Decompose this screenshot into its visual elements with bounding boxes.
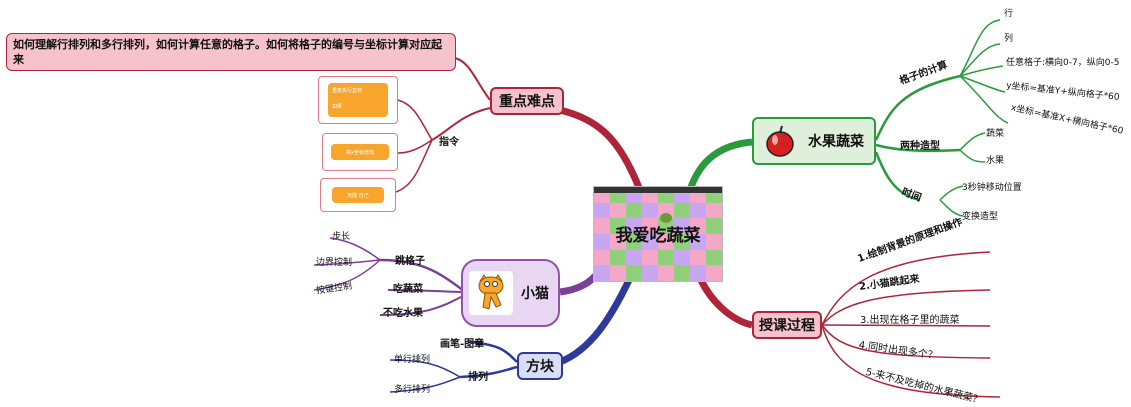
- central-topic[interactable]: 我爱吃蔬菜: [593, 186, 723, 282]
- grid-cell: [610, 233, 626, 250]
- instruction-card-move[interactable]: 将x坐标增加: [322, 133, 398, 171]
- grid-cell: [594, 202, 610, 219]
- lesson-step-3: 3.出现在格子里的蔬菜: [860, 315, 960, 326]
- grid-cell: [674, 233, 690, 250]
- grid-cell: [642, 218, 658, 234]
- topic-block[interactable]: 方块: [517, 352, 563, 380]
- central-topic-title: 我爱吃蔬菜: [615, 226, 701, 246]
- instruction-card-clone[interactable]: 克隆 自己: [320, 178, 396, 212]
- block-text-move: 将x坐标增加: [346, 149, 374, 156]
- time-item-costume: 变换造型: [962, 212, 999, 222]
- grid-cell: [706, 233, 722, 250]
- grid-cell: [690, 202, 706, 219]
- arrange-single: 单行排列: [394, 355, 431, 365]
- repeat-block-icon: 重复执行直到 如果: [328, 83, 388, 117]
- topic-cat-label: 小猫: [521, 286, 549, 302]
- block-text-clone: 克隆 自己: [347, 192, 369, 199]
- grid-cell: [706, 202, 722, 219]
- grid-cell: [610, 218, 626, 234]
- instructions-label: 指令: [439, 137, 459, 148]
- grid-cell: [706, 265, 722, 281]
- grid-cell: [626, 249, 642, 266]
- grid-cell: [690, 249, 706, 266]
- grid-cell: [658, 249, 674, 266]
- cat-icon-frame: [469, 271, 513, 315]
- topic-fruits-label: 水果蔬菜: [808, 134, 864, 150]
- grid-cell: [642, 233, 658, 250]
- arrange-label: 排列: [468, 372, 488, 383]
- topic-cat[interactable]: 小猫: [461, 259, 560, 327]
- grid-calc-item-col: 列: [1004, 34, 1014, 44]
- topic-lesson[interactable]: 授课过程: [752, 311, 822, 339]
- topic-difficulty[interactable]: 重点难点: [490, 87, 564, 115]
- topic-fruits[interactable]: 水果蔬菜: [752, 117, 876, 165]
- grid-cell: [626, 218, 642, 234]
- grid-cell: [706, 249, 722, 266]
- cat-icon: [478, 274, 504, 310]
- instruction-card-repeat[interactable]: 重复执行直到 如果: [318, 76, 398, 124]
- grid-cell: [690, 233, 706, 250]
- grid-cell: [594, 218, 610, 234]
- link-center-difficulty: [559, 106, 644, 192]
- block-text-if: 如果: [332, 104, 343, 110]
- time-item-move: 3秒钟移动位置: [962, 183, 1022, 193]
- block-pen: 画笔-图章: [440, 339, 485, 350]
- costume-fruit: 水果: [986, 156, 1005, 166]
- grid-cell: [610, 265, 626, 281]
- costumes-label: 两种造型: [900, 141, 940, 152]
- grid-cell: [642, 249, 658, 266]
- grid-cell: [642, 265, 658, 281]
- link-center-block: [558, 276, 634, 366]
- grid-cell: [690, 265, 706, 281]
- vegetable-sprite: [660, 213, 672, 223]
- grid-cell: [658, 233, 674, 250]
- move-block-icon: 将x坐标增加: [331, 144, 389, 160]
- block-text-repeat: 重复执行直到: [332, 88, 363, 94]
- grid-calc-item-row: 行: [1004, 9, 1014, 19]
- grid-cell: [674, 202, 690, 219]
- costume-veg: 蔬菜: [986, 129, 1005, 139]
- cat-no-fruit: 不吃水果: [383, 308, 423, 319]
- apple-icon: [766, 125, 794, 157]
- difficulty-note: 如何理解行排列和多行排列，如何计算任意的格子。如何将格子的编号与坐标计算对应起来: [6, 33, 456, 71]
- grid-cell: [610, 202, 626, 219]
- grid-cell: [674, 265, 690, 281]
- cat-eat-veg: 吃蔬菜: [393, 284, 423, 295]
- grid-cell: [674, 249, 690, 266]
- jump-label: 跳格子: [395, 256, 425, 267]
- grid-cell: [690, 218, 706, 234]
- clone-block-icon: 克隆 自己: [332, 187, 384, 203]
- grid-cell: [594, 249, 610, 266]
- link-center-fruits: [686, 138, 753, 192]
- grid-cell: [626, 265, 642, 281]
- stage-bar: [594, 187, 722, 193]
- grid-cell: [706, 218, 722, 234]
- grid-cell: [594, 265, 610, 281]
- grid-cell: [594, 233, 610, 250]
- link-center-lesson: [696, 276, 753, 329]
- arrange-multi: 多行排列: [394, 385, 431, 395]
- grid-cell: [610, 249, 626, 266]
- grid-cell: [626, 233, 642, 250]
- grid-cell: [642, 202, 658, 219]
- jump-item-step: 步长: [332, 232, 351, 242]
- grid-cell: [626, 202, 642, 219]
- jump-item-boundary: 边界控制: [316, 258, 353, 268]
- grid-cell: [674, 218, 690, 234]
- grid-cell: [658, 265, 674, 281]
- grid-calc-item-any: 任意格子:横向0-7，纵向0-5: [1006, 58, 1120, 68]
